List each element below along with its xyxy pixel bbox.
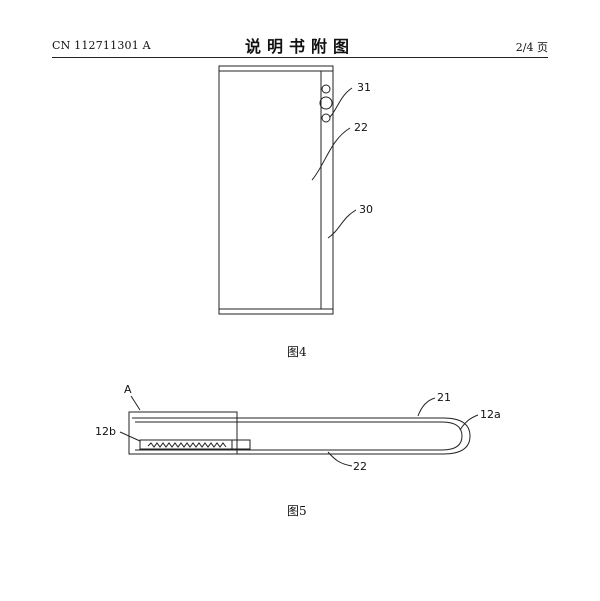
ref-30: 30 <box>359 203 373 216</box>
leader-12a <box>459 414 479 431</box>
camera-lens-3 <box>321 113 331 123</box>
ref-22: 22 <box>354 121 368 134</box>
ref-22b: 22 <box>353 460 367 473</box>
leader-12b <box>119 431 141 442</box>
leader-30 <box>327 209 357 239</box>
camera-lens-1 <box>321 84 331 94</box>
leader-a <box>130 395 141 411</box>
header-rule <box>52 57 548 58</box>
ref-12a: 12a <box>480 408 501 421</box>
camera-lens-2 <box>319 96 333 110</box>
ref-12b: 12b <box>95 425 116 438</box>
spring <box>147 442 227 448</box>
leader-22b <box>327 451 353 467</box>
leader-31 <box>329 87 353 118</box>
ref-31: 31 <box>357 81 371 94</box>
page-header: CN 112711301 A 说明书附图 2/4 页 <box>0 0 600 60</box>
ref-21: 21 <box>437 391 451 404</box>
page-number: 2/4 页 <box>515 41 548 54</box>
page-title: 说明书附图 <box>244 37 355 56</box>
device-outline <box>218 65 334 315</box>
inner-bar <box>139 439 251 450</box>
body-inner <box>135 421 463 451</box>
leader-22 <box>311 127 351 181</box>
leader-21 <box>417 397 436 417</box>
ref-a: A <box>124 383 132 396</box>
figure-5-caption: 图5 <box>287 504 307 518</box>
body-outer <box>132 417 471 455</box>
publication-number: CN 112711301 A <box>52 39 151 52</box>
figure-4-caption: 图4 <box>287 345 307 359</box>
